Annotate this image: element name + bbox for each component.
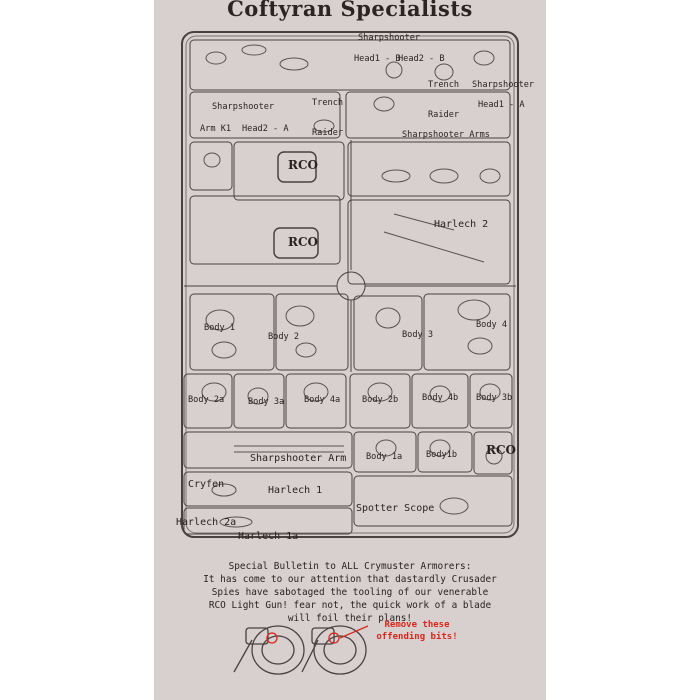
label-sharpshooter-arm: Sharpshooter Arm — [250, 453, 347, 464]
label-head2-b: Head2 - B — [398, 54, 445, 64]
label-raider-2: Raider — [312, 128, 344, 138]
label-body-4b: Body 4b — [422, 393, 459, 403]
bulletin-text: Special Bulletin to ALL Crymuster Armore… — [154, 560, 546, 625]
label-rco-2: RCO — [288, 235, 318, 249]
label-harlech-1: Harlech 1 — [268, 485, 323, 496]
label-trench-1: Trench — [428, 80, 460, 90]
label-body-1b: Body1b — [426, 450, 458, 460]
bulletin-line: RCO Light Gun! fear not, the quick work … — [208, 600, 492, 611]
page-title: Coftyran Specialists — [227, 0, 473, 21]
label-body-3a: Body 3a — [248, 397, 285, 407]
label-body-2a: Body 2a — [188, 395, 225, 405]
warning-note: Remove these offending bits! — [362, 619, 472, 643]
label-body-4a: Body 4a — [304, 395, 341, 405]
label-sharpshooter-left: Sharpshooter — [212, 102, 275, 112]
bulletin-line: Spies have sabotaged the tooling of our … — [211, 587, 489, 598]
label-rco-3: RCO — [486, 443, 516, 457]
sprue-card: Coftyran Specialists Sharpshooter Head1 … — [154, 0, 546, 700]
label-cryfen: Cryfen — [188, 479, 225, 490]
sprue-frame-drawing — [181, 31, 519, 675]
label-body-3: Body 3 — [402, 330, 434, 340]
label-harlech-1a: Harlech 1a — [238, 531, 299, 542]
label-raider-1: Raider — [428, 110, 460, 120]
label-body-3b: Body 3b — [476, 393, 513, 403]
label-spotter-scope: Spotter Scope — [356, 503, 435, 514]
label-rco-1: RCO — [288, 158, 318, 172]
bulletin-line: will foil their plans! — [287, 613, 413, 624]
bulletin-line: Special Bulletin to ALL Crymuster Armore… — [228, 561, 472, 572]
label-body-1a: Body 1a — [366, 452, 403, 462]
label-head2-a: Head2 - A — [242, 124, 289, 134]
label-trench-2: Trench — [312, 98, 344, 108]
label-body-1: Body 1 — [204, 323, 236, 333]
label-body-2b: Body 2b — [362, 395, 399, 405]
label-body-4: Body 4 — [476, 320, 508, 330]
warning-line: Remove these — [384, 620, 450, 630]
warning-line: offending bits! — [376, 632, 458, 642]
label-body-2: Body 2 — [268, 332, 300, 342]
label-harlech-2a: Harlech 2a — [176, 517, 237, 528]
label-sharpshooter-arms: Sharpshooter Arms — [402, 130, 490, 140]
label-sharpshooter-top: Sharpshooter — [358, 33, 421, 43]
label-head1-b: Head1 - B — [354, 54, 401, 64]
label-sharpshooter-right: Sharpshooter — [472, 80, 535, 90]
label-harlech-2: Harlech 2 — [434, 219, 489, 230]
bulletin-line: It has come to our attention that dastar… — [203, 574, 497, 585]
label-arm-k1: Arm K1 — [200, 124, 232, 134]
label-head1-a: Head1 - A — [478, 100, 525, 110]
